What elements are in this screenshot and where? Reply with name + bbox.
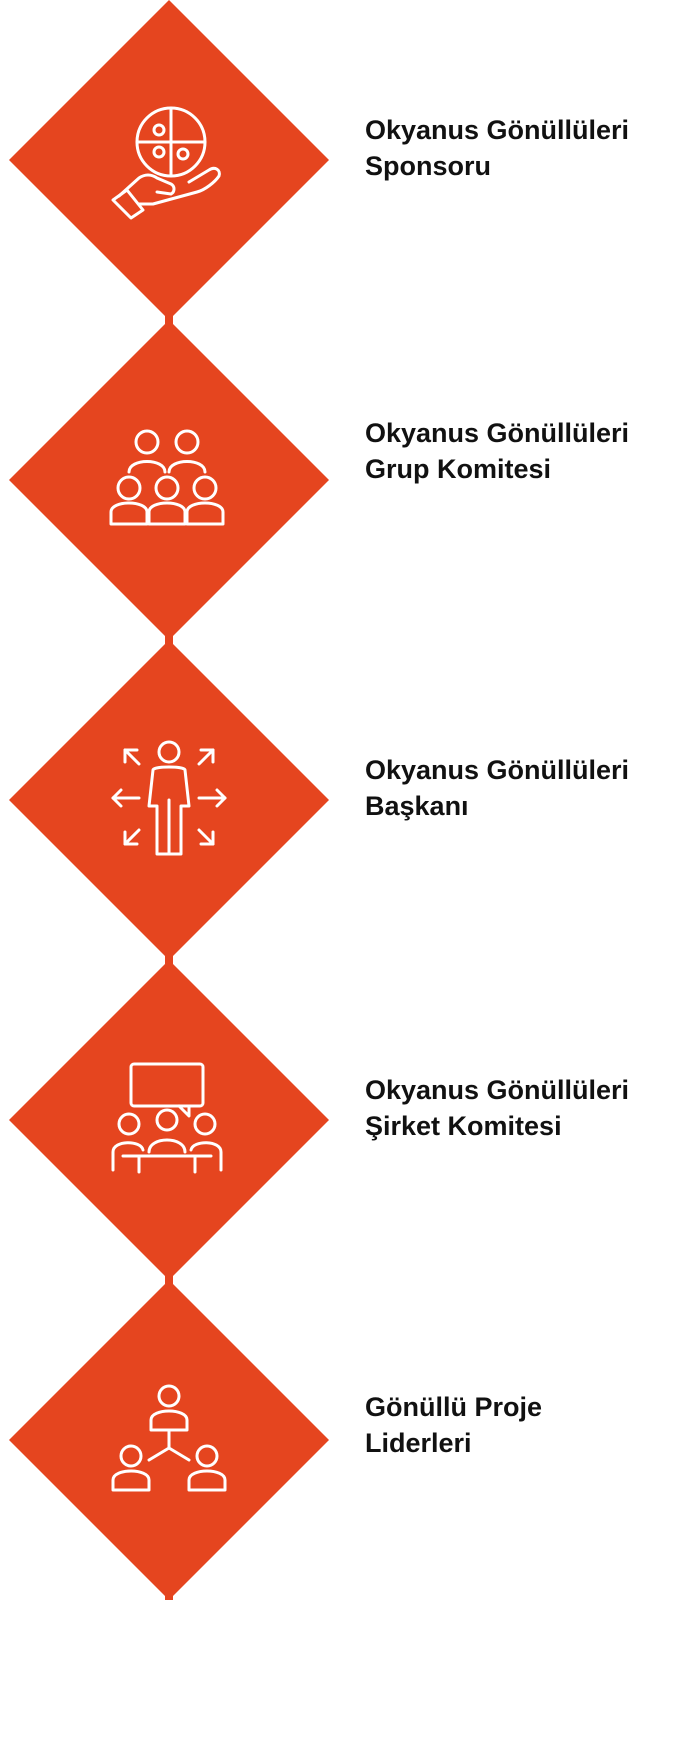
diamond-node xyxy=(9,0,329,320)
diamond-node xyxy=(9,960,329,1280)
level-subtitle: Sponsoru xyxy=(365,151,491,181)
group-people-icon xyxy=(109,429,225,526)
leader-arrows-icon xyxy=(111,740,227,856)
level-label: Gönüllü Proje Liderleri xyxy=(365,1389,695,1461)
level-subtitle: Grup Komitesi xyxy=(365,454,552,484)
level-label: Okyanus Gönüllüleri Şirket Komitesi xyxy=(365,1072,695,1144)
level-label: Okyanus Gönüllüleri Sponsoru xyxy=(365,112,695,184)
level-title: Gönüllü Proje xyxy=(365,1392,543,1422)
level-title: Okyanus Gönüllüleri xyxy=(365,1075,630,1105)
level-subtitle: Liderleri xyxy=(365,1428,472,1458)
level-title: Okyanus Gönüllüleri xyxy=(365,418,630,448)
org-level-sponsor: Okyanus Gönüllüleri Sponsoru xyxy=(0,0,696,320)
level-label: Okyanus Gönüllüleri Başkanı xyxy=(365,752,695,824)
level-subtitle: Başkanı xyxy=(365,791,469,821)
hand-puzzle-icon xyxy=(111,106,221,220)
diamond-node xyxy=(9,1280,329,1600)
level-title: Okyanus Gönüllüleri xyxy=(365,755,630,785)
org-level-company-committee: Okyanus Gönüllüleri Şirket Komitesi xyxy=(0,960,696,1280)
org-level-project-leaders: Gönüllü Proje Liderleri xyxy=(0,1280,696,1600)
diamond-node xyxy=(9,640,329,960)
org-level-group-committee: Okyanus Gönüllüleri Grup Komitesi xyxy=(0,320,696,640)
level-title: Okyanus Gönüllüleri xyxy=(365,115,630,145)
org-level-chair: Okyanus Gönüllüleri Başkanı xyxy=(0,640,696,960)
diamond-node xyxy=(9,320,329,640)
meeting-chat-icon xyxy=(111,1062,223,1174)
level-subtitle: Şirket Komitesi xyxy=(365,1111,562,1141)
team-network-icon xyxy=(111,1384,227,1492)
level-label: Okyanus Gönüllüleri Grup Komitesi xyxy=(365,415,695,487)
